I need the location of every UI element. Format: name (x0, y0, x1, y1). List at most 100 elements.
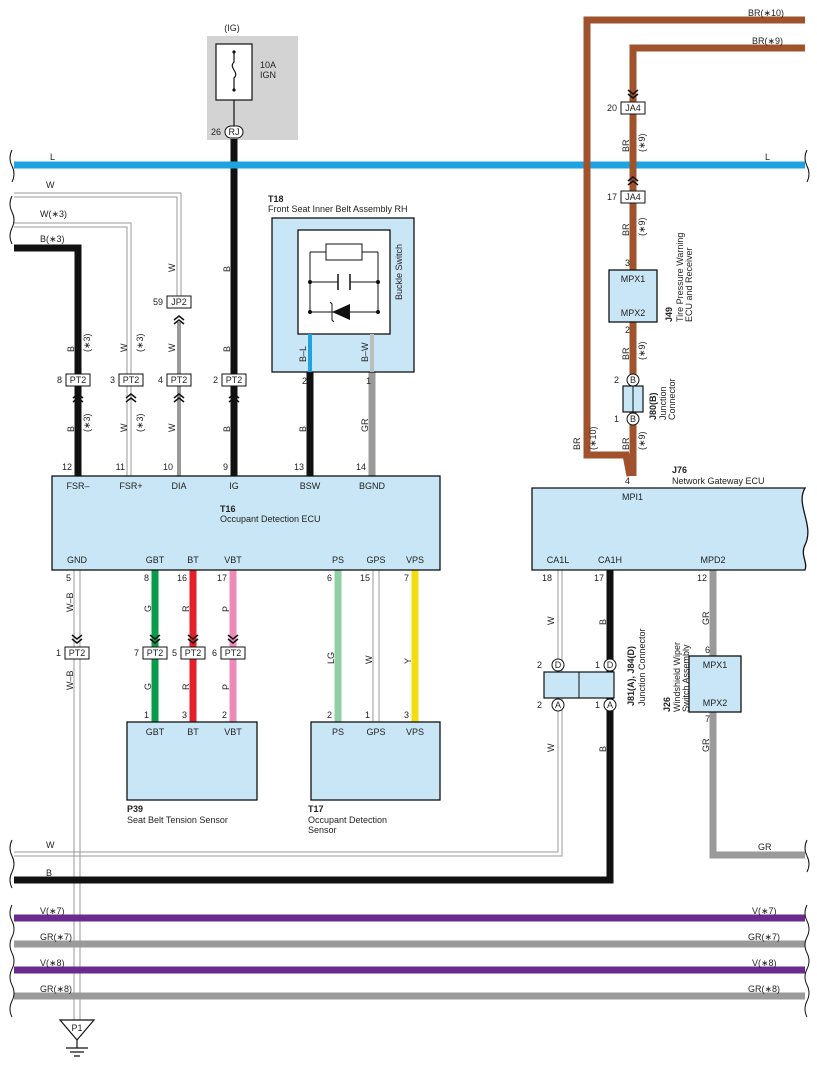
pt2-bottom-2-pin: 6 (212, 648, 217, 658)
t16-top-pin-2-label: DIA (171, 481, 186, 491)
dynamic-layer: PT28BB(∗3)(∗3)PT23WW(∗3)(∗3)PT24WWPT22BB… (56, 89, 726, 752)
t16-bottom-pin-3-number: 17 (217, 573, 227, 583)
wire-fsr-plus (14, 222, 132, 476)
j26-pin-6: 6 (705, 645, 710, 655)
t17-box (310, 721, 441, 801)
j80-letter-top: B (630, 375, 636, 385)
pt2-top-3-label: PT2 (226, 375, 243, 385)
ja4-top-box (620, 101, 646, 115)
ja4-bottom-label: JA4 (625, 192, 641, 202)
j81-pin-num-a2: 2 (537, 700, 542, 710)
br-paren-3: (∗9) (637, 341, 647, 360)
j81-letter-d2: D (555, 660, 562, 670)
node-1 (308, 280, 312, 284)
pt2-gnd-box (64, 646, 90, 660)
j76-wire-ca1l-lower: W (546, 743, 556, 752)
j80-letter-bottom: B (630, 414, 636, 424)
pt2-bottom-2-wire-lower: P (221, 684, 231, 690)
j81-letter-d1: D (607, 660, 614, 670)
j76-bottom-pin-0-label: CA1L (547, 555, 570, 565)
pt2-top-0-label: PT2 (70, 375, 87, 385)
j26-switch: MPX1 MPX2 6 7 J26 Windshield Wiper Switc… (662, 642, 742, 724)
pt2-top-0-pin: 8 (57, 375, 62, 385)
pt2-top-2-box (166, 373, 192, 387)
capacitor-icon (337, 274, 351, 290)
t17-code: T17 (308, 804, 324, 814)
t16-top-pin-5-label: BGND (359, 481, 386, 491)
pt2-top-0-arrow-connector-icon (72, 393, 84, 403)
j81-letter-a1: A (607, 700, 613, 710)
j80-pin1-circle (626, 412, 640, 426)
pt2-top-3-wire-lower: B (222, 426, 232, 432)
j81-pin-a2 (551, 698, 565, 712)
wire-ca1l (14, 570, 559, 853)
node-3 (308, 310, 312, 314)
bus-labels: L L W W(∗3) B(∗3) BR(∗10) BR(∗9) W B V(∗… (40, 8, 784, 994)
break-left-buses (9, 904, 15, 1018)
br-tag-1: BR (621, 139, 631, 152)
t16-bottom-pin-3-label: VBT (224, 555, 242, 565)
t16-bottom-pin-0-label: GND (67, 555, 88, 565)
p1-code: P1 (71, 1023, 82, 1033)
j76-wire-2-upper: GR (701, 611, 711, 625)
j81-pin-num-a1: 1 (595, 700, 600, 710)
pt2-bottom-1-wire-upper: R (181, 605, 191, 612)
bus-gr7-label: GR(∗7) (40, 932, 72, 942)
t18-wire-bl-label: B–L (298, 346, 308, 362)
j81-pin-d2 (551, 658, 565, 672)
j26-mpx1: MPX1 (703, 660, 728, 670)
t17-pin-0-label: PS (332, 727, 344, 737)
j76-bottom-pin-1-number: 17 (594, 573, 604, 583)
t16-top-pin-2-number: 10 (163, 462, 173, 472)
br-tag-2: BR (621, 223, 631, 236)
jp2-connector-arrow-connector-icon (173, 315, 185, 325)
j49-pin-2: 2 (625, 325, 630, 335)
pt2-top-1-wire-lower: W (119, 423, 129, 432)
t16-bottom-pin-2-label: BT (187, 555, 199, 565)
bus-breaks (9, 149, 810, 1018)
bus-w-bottom-label: W (46, 840, 55, 850)
j81-letter-a2: A (555, 700, 561, 710)
pt2-top-1-tag-upper: (∗3) (135, 333, 145, 352)
pt2-top-0-wire-upper: B (66, 346, 76, 352)
j76-bottom-pin-0-number: 18 (542, 573, 552, 583)
t18-switch-label: Buckle Switch (394, 244, 404, 300)
wire-br10 (583, 16, 805, 477)
j81-pin-num-d2: 2 (537, 660, 542, 670)
pt2-top-2-pin: 4 (158, 375, 163, 385)
bus-gr8-label: GR(∗8) (40, 984, 72, 994)
gnd-wire-lower: W–B (65, 670, 75, 690)
ja4-bottom-pin: 17 (607, 192, 617, 202)
j76-wire-ca1h-lower: B (598, 746, 608, 752)
bus-gr7-label-right: GR(∗7) (748, 932, 780, 942)
p39-pin-1-label: BT (187, 727, 199, 737)
pt2-bottom-0-label: PT2 (147, 648, 164, 658)
pt2-top-3-box (221, 373, 247, 387)
j80-pin-1: 1 (614, 414, 619, 424)
rj-pin: 26 (211, 127, 221, 137)
j49-mpx2: MPX2 (621, 308, 646, 318)
t18-pin-1: 1 (366, 376, 371, 386)
j80-pin-2: 2 (614, 375, 619, 385)
br10-tag: BR (572, 437, 582, 450)
ground-symbol (66, 1040, 88, 1057)
t18-assembly: T18 Front Seat Inner Belt Assembly RH Bu… (268, 194, 415, 386)
j49-name-1: Tire Pressure Warning (675, 233, 685, 322)
t17-wire-1-label: W (364, 655, 374, 664)
j49-ecu: MPX1 MPX2 3 2 J49 Tire Pressure Warning … (608, 233, 694, 335)
t16-bottom-pin-5-number: 15 (360, 573, 370, 583)
fuse-rating: 10A (260, 60, 276, 70)
p39-code: P39 (127, 804, 143, 814)
t17-pin-2-number: 3 (404, 710, 409, 720)
pt2-gnd-pin: 1 (56, 648, 61, 658)
br-paren-2: (∗9) (637, 217, 647, 236)
break-right-gr (804, 839, 810, 873)
j80-code: J80(B) (648, 392, 658, 420)
pt2-gnd-label: PT2 (69, 648, 86, 658)
pt2-bottom-0-arrow-connector-icon (149, 634, 161, 644)
fuse-block: (IG) 10A IGN RJ 26 (207, 23, 298, 140)
j81-code: J81(A), J84(D) (626, 646, 636, 706)
j76-bottom-pin-2-number: 12 (697, 573, 707, 583)
t17-pin-2-label: VPS (406, 727, 424, 737)
pt2-bottom-0-wire-upper: G (143, 605, 153, 612)
